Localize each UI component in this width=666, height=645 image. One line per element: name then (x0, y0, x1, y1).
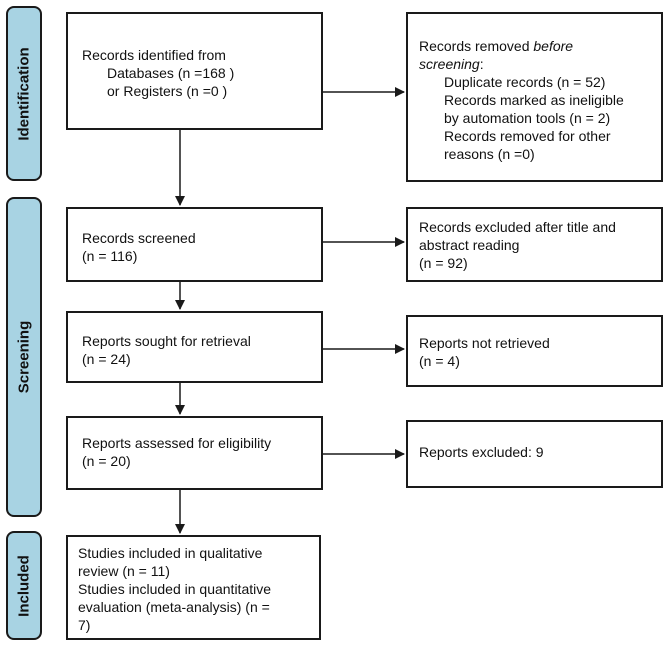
removed-italic-before: before (533, 38, 574, 54)
phase-label-screening: Screening (6, 197, 42, 517)
other-reasons-line-1: Records removed for other (444, 128, 611, 144)
reports-assessed-box: Reports assessed for eligibility (n = 20… (66, 416, 323, 490)
records-identified-heading: Records identified from (82, 47, 226, 63)
reports-assessed-count: (n = 20) (82, 453, 131, 469)
records-identified-box: Records identified from Databases (n =16… (66, 12, 323, 130)
qualitative-line-2: review (n = 11) (78, 563, 170, 579)
reports-not-retrieved-box: Reports not retrieved (n = 4) (406, 315, 663, 387)
quantitative-line-1: Studies included in quantitative (78, 581, 272, 597)
reports-not-retrieved-count: (n = 4) (419, 353, 460, 369)
records-screened-label: Records screened (82, 230, 196, 246)
quantitative-line-2: evaluation (meta-analysis) (n = (78, 599, 270, 615)
records-removed-heading-2: screening: (419, 55, 661, 73)
phase-label-identification: Identification (6, 6, 42, 181)
reports-sought-label: Reports sought for retrieval (82, 333, 251, 349)
reports-sought-count: (n = 24) (82, 351, 131, 367)
registers-count: or Registers (n =0 ) (107, 83, 228, 99)
records-removed-heading-1: Records removed before (419, 37, 661, 55)
records-excluded-count: (n = 92) (419, 255, 468, 271)
reports-assessed-label: Reports assessed for eligibility (82, 435, 272, 451)
quantitative-line-3: 7) (78, 617, 91, 633)
records-screened-box: Records screened (n = 116) (66, 207, 323, 282)
records-excluded-line-1: Records excluded after title and (419, 219, 616, 235)
records-screened-count: (n = 116) (82, 248, 138, 264)
other-reasons-line-2: reasons (n =0) (444, 146, 535, 162)
reports-excluded-box: Reports excluded: 9 (406, 420, 663, 488)
ineligible-line-1: Records marked as ineligible (444, 92, 624, 108)
databases-count: Databases (n =168 ) (107, 65, 235, 81)
records-removed-box: Records removed before screening: Duplic… (406, 12, 663, 182)
records-excluded-box: Records excluded after title and abstrac… (406, 207, 663, 282)
ineligible-line-2: by automation tools (n = 2) (444, 110, 611, 126)
reports-not-retrieved-label: Reports not retrieved (419, 335, 550, 351)
reports-excluded-label: Reports excluded: 9 (419, 444, 544, 460)
studies-included-box: Studies included in qualitative review (… (66, 535, 321, 640)
phase-label-included: Included (6, 531, 42, 640)
removed-italic-screening: screening (419, 56, 480, 72)
removed-prefix: Records removed (419, 38, 534, 54)
records-excluded-line-2: abstract reading (419, 237, 520, 253)
reports-sought-box: Reports sought for retrieval (n = 24) (66, 311, 323, 383)
qualitative-line-1: Studies included in qualitative (78, 545, 263, 561)
duplicate-records: Duplicate records (n = 52) (444, 74, 606, 90)
removed-suffix: : (479, 56, 484, 72)
